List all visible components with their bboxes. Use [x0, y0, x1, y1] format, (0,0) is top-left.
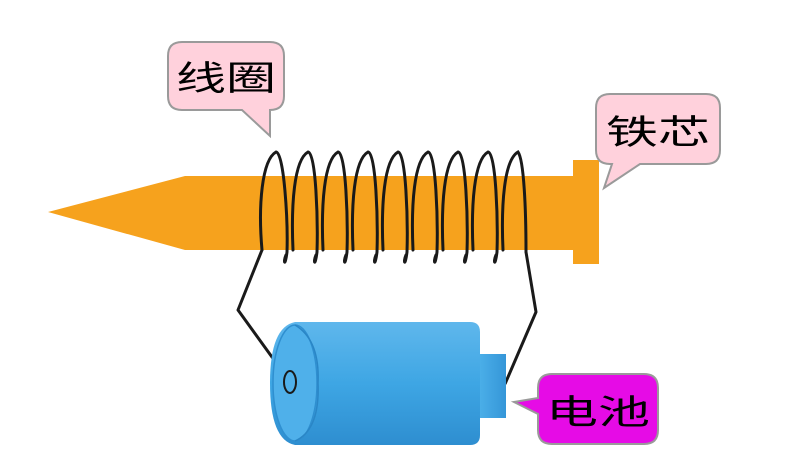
- battery: [270, 322, 506, 445]
- coil-callout: 线圈: [167, 41, 285, 139]
- battery-positive-terminal: [480, 354, 506, 418]
- core-label: 铁芯: [606, 113, 710, 153]
- battery-callout: 电池: [510, 373, 659, 445]
- core-head: [573, 160, 599, 264]
- core-callout: 铁芯: [595, 93, 721, 191]
- coil-loop-4: [350, 150, 379, 264]
- coil-label: 线圈: [176, 59, 276, 99]
- coil: [259, 150, 528, 264]
- coil-loop-3: [320, 150, 349, 264]
- right-wire: [503, 251, 538, 385]
- coil-loop-9: [500, 150, 528, 254]
- coil-callout-bubble: [167, 41, 285, 139]
- coil-loop-5: [380, 150, 409, 264]
- battery-callout-bubble: [510, 373, 659, 445]
- coil-loop-8: [470, 150, 499, 264]
- battery-negative-contact: [283, 370, 297, 394]
- battery-label: 电池: [546, 393, 650, 433]
- coil-loop-7: [440, 150, 469, 264]
- coil-loop-6: [410, 150, 439, 264]
- core-callout-bubble: [595, 93, 721, 191]
- coil-loop-1: [259, 150, 289, 264]
- battery-end-rim: [294, 324, 319, 442]
- battery-body: [270, 322, 480, 445]
- coil-loop-2: [290, 150, 319, 264]
